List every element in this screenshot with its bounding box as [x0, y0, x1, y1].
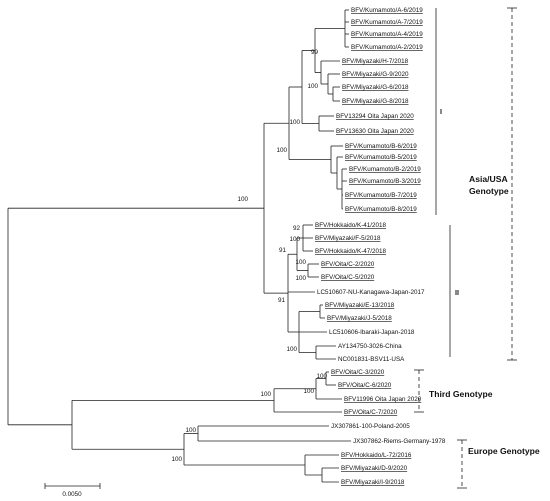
leaf-labels: BFV/Kumamoto/A-6/2019BFV/Kumamoto/A-7/20… — [315, 7, 446, 486]
asia-usa-bracket — [507, 7, 517, 361]
third-genotype-label: Third Genotype — [429, 389, 493, 399]
leaf-label: LC510607-NU-Kanagawa-Japan-2017 — [317, 289, 425, 296]
bootstrap-value: 100 — [237, 196, 248, 203]
leaf-label: BFV/Kumamoto/B-5/2019 — [345, 154, 417, 161]
leaf-label: BFV/Miyazaki/F-5/2018 — [315, 235, 381, 242]
leaf-label: BFV13294 Oita Japan 2020 — [336, 113, 414, 120]
bootstrap-value: 100 — [316, 373, 327, 380]
leaf-label: LC510606-Ibaraki-Japan-2018 — [329, 329, 415, 336]
leaf-label: BFV/Kumamoto/B-8/2019 — [345, 206, 417, 213]
leaf-label: BFV/Oita/C-3/2020 — [331, 369, 385, 376]
leaf-label: BFV/Oita/C-6/2020 — [338, 382, 392, 389]
leaf-label: BFV/Kumamoto/B-7/2019 — [345, 192, 417, 199]
asia-usa-genotype-label-line2: Genotype — [469, 186, 509, 196]
bootstrap-value: 100 — [260, 391, 271, 398]
leaf-label: BFV/Kumamoto/A-7/2019 — [351, 19, 423, 26]
bootstrap-labels: 9910010010010092100911001009110010010010… — [171, 49, 327, 463]
leaf-label: BFV/Kumamoto/B-6/2019 — [345, 143, 417, 150]
leaf-label: BFV/Hokkaido/K-41/2018 — [315, 222, 387, 229]
leaf-label: JX307861-100-Poland-2005 — [331, 423, 410, 430]
asia-usa-genotype-label: Asia/USA — [469, 174, 508, 184]
bootstrap-value: 100 — [185, 427, 196, 434]
bootstrap-value: 92 — [293, 225, 301, 232]
scale-bar — [44, 483, 101, 489]
bootstrap-value: 99 — [311, 49, 319, 56]
bootstrap-value: 100 — [295, 259, 306, 266]
leaf-label: BFV/Miyazaki/D-9/2020 — [341, 465, 408, 472]
bootstrap-value: 91 — [278, 297, 286, 304]
leaf-label: BFV/Oita/C-5/2020 — [321, 274, 375, 281]
bootstrap-value: 100 — [171, 456, 182, 463]
bootstrap-value: 100 — [295, 275, 306, 282]
leaf-label: BFV/Miyazaki/G-6/2018 — [342, 84, 409, 91]
leaf-label: BFV/Miyazaki/H-7/2018 — [342, 58, 409, 65]
leaf-label: BFV/Kumamoto/A-6/2019 — [351, 7, 423, 14]
scale-bar-label: 0.0050 — [62, 491, 82, 498]
bootstrap-value: 100 — [303, 388, 314, 395]
leaf-label: BFV/Kumamoto/A-4/2019 — [351, 31, 423, 38]
leaf-label: BFV11996 Oita Japan 2020 — [344, 396, 422, 403]
leaf-label: BFV/Miyazaki/E-13/2018 — [325, 302, 395, 309]
leaf-label: BFV/Oita/C-7/2020 — [344, 409, 398, 416]
third-genotype-bracket — [414, 369, 424, 413]
bootstrap-value: 100 — [286, 346, 297, 353]
bootstrap-value: 91 — [279, 247, 287, 254]
leaf-label: BFV/Hokkaido/L-72/2016 — [341, 452, 412, 459]
leaf-label: BFV/Miyazaki/G-8/2018 — [342, 98, 409, 105]
europe-genotype-label: Europe Genotype — [468, 446, 540, 456]
leaf-label: BFV13630 Oita Japan 2020 — [336, 128, 414, 135]
europe-genotype-bracket — [457, 439, 467, 489]
leaf-label: BFV/Kumamoto/A-2/2019 — [351, 44, 423, 51]
leaf-label: BFV/Oita/C-2/2020 — [321, 261, 375, 268]
leaf-label: JX307862-Riems-Germany-1978 — [353, 438, 446, 445]
leaf-label: BFV/Kumamoto/B-2/2019 — [349, 166, 421, 173]
leaf-label: BFV/Miyazaki/G-9/2020 — [342, 71, 409, 78]
tree-branches — [7, 9, 351, 483]
leaf-label: BFV/Kumamoto/B-3/2019 — [349, 178, 421, 185]
bootstrap-value: 100 — [289, 236, 300, 243]
leaf-label: AY134750-3026-China — [338, 343, 402, 350]
leaf-label: BFV/Hokkaido/K-47/2018 — [315, 248, 387, 255]
leaf-label: NC001831-BSV11-USA — [338, 356, 405, 363]
bootstrap-value: 100 — [289, 119, 300, 126]
bootstrap-value: 100 — [307, 83, 318, 90]
leaf-label: BFV/Miyazaki/J-5/2018 — [327, 315, 392, 322]
subgroup-i-label: I — [440, 107, 442, 116]
leaf-label: BFV/Miyazaki/I-9/2018 — [341, 479, 405, 486]
bootstrap-value: 100 — [276, 147, 287, 154]
subgroup-ii-label: II — [455, 288, 459, 297]
